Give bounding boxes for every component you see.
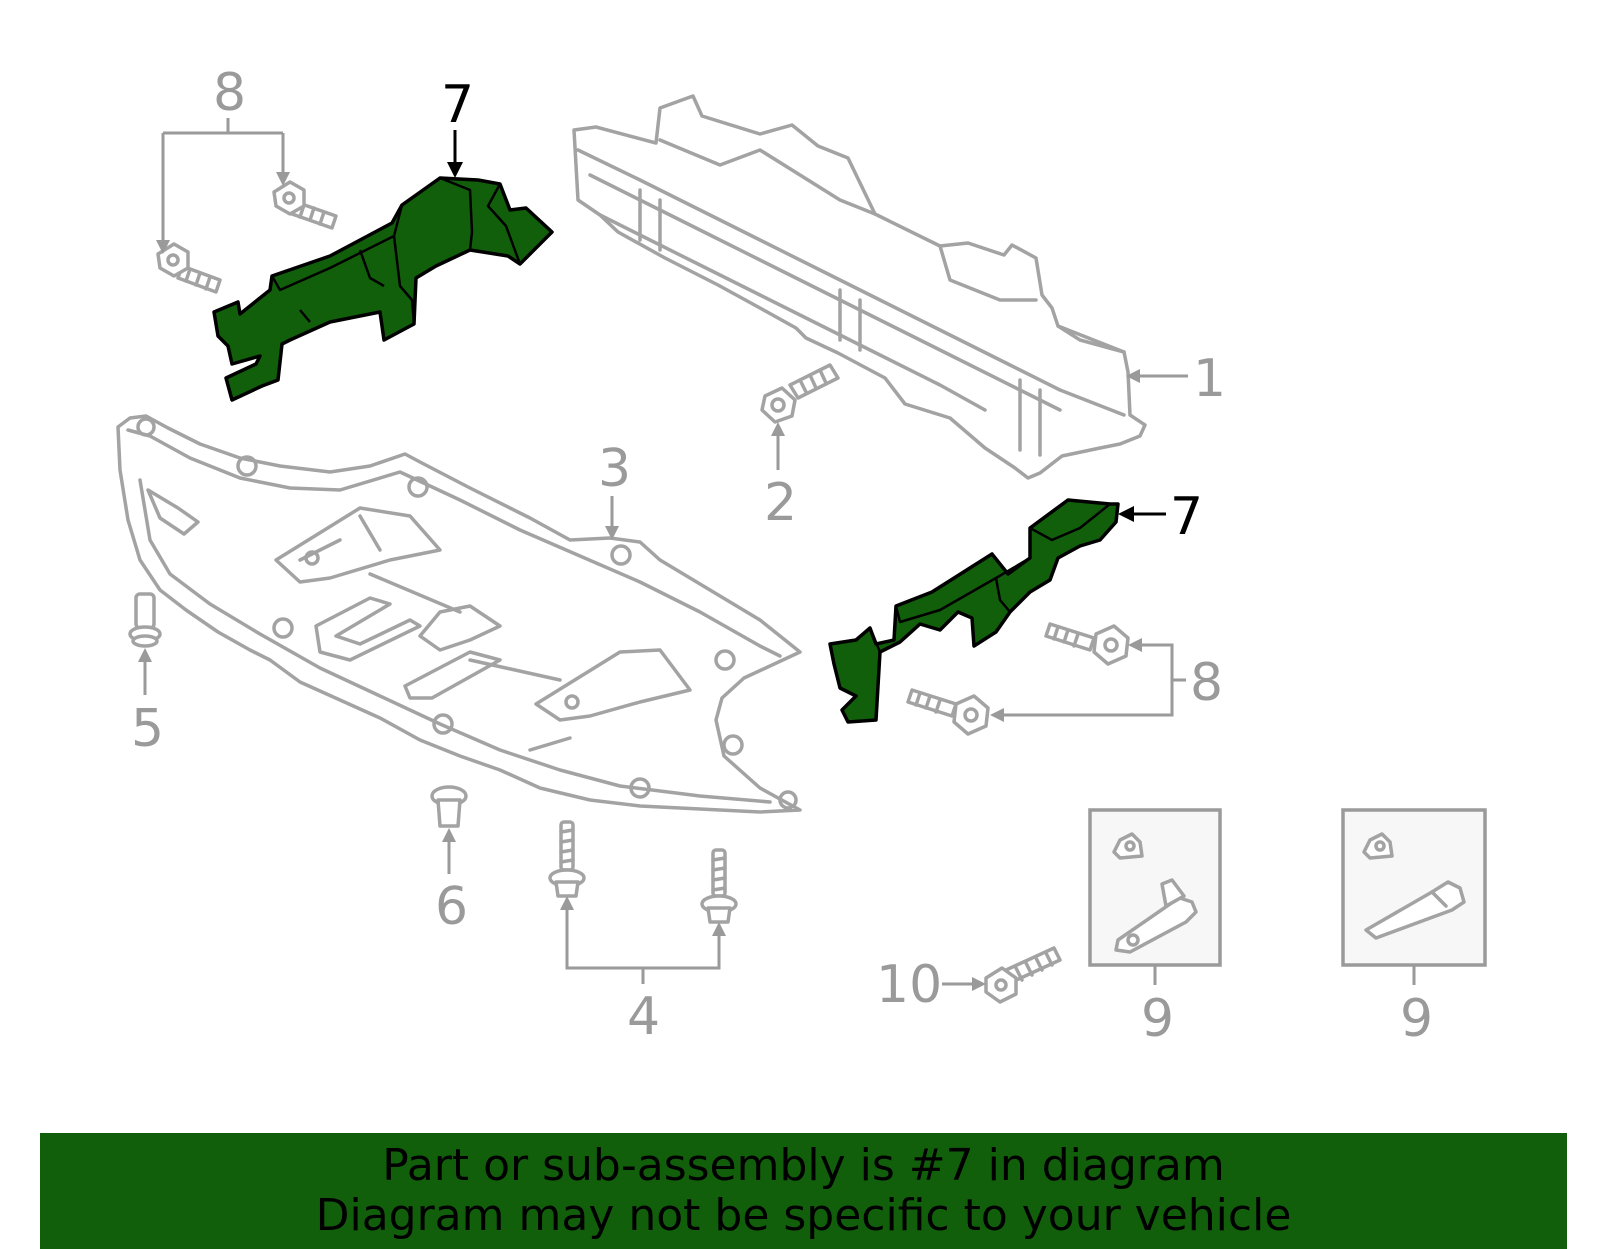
part-8-bolts-top[interactable] <box>156 180 338 294</box>
part-9-inset-left[interactable] <box>1088 808 1222 967</box>
part-3-splash-shield[interactable] <box>116 414 802 814</box>
part-7-bracket-left[interactable] <box>212 176 554 402</box>
info-banner: Part or sub-assembly is #7 in diagram Di… <box>40 1133 1567 1249</box>
callout-8-right: 8 <box>1190 653 1223 713</box>
callout-9-left: 9 <box>1141 989 1174 1049</box>
callout-5: 5 <box>131 699 164 759</box>
callout-10: 10 <box>876 955 942 1015</box>
part-5-clip[interactable] <box>128 592 162 648</box>
part-1-deflector[interactable] <box>572 94 1147 480</box>
callout-4: 4 <box>627 987 660 1047</box>
callout-1: 1 <box>1193 349 1226 409</box>
callout-9-right: 9 <box>1400 989 1433 1049</box>
callout-3: 3 <box>598 439 631 499</box>
callout-7-right: 7 <box>1170 487 1203 547</box>
callout-6: 6 <box>435 877 468 937</box>
leader-lines <box>138 118 1416 991</box>
banner-line-2: Diagram may not be specific to your vehi… <box>315 1190 1292 1241</box>
part-6-pin[interactable] <box>430 785 468 828</box>
banner-line-1: Part or sub-assembly is #7 in diagram <box>382 1140 1225 1191</box>
callout-2: 2 <box>764 473 797 533</box>
part-8-bolts-right[interactable] <box>906 622 1130 736</box>
callout-labels: 8 7 1 2 3 7 8 5 6 4 10 9 9 <box>131 63 1433 1049</box>
callout-8-top: 8 <box>213 63 246 123</box>
part-7-bracket-right[interactable] <box>828 498 1120 724</box>
part-4-screws[interactable] <box>548 820 738 924</box>
part-2-bolt[interactable] <box>760 363 840 424</box>
part-10-bolt[interactable] <box>984 946 1062 1004</box>
callout-7-top: 7 <box>441 75 474 135</box>
part-9-inset-right[interactable] <box>1341 808 1487 967</box>
